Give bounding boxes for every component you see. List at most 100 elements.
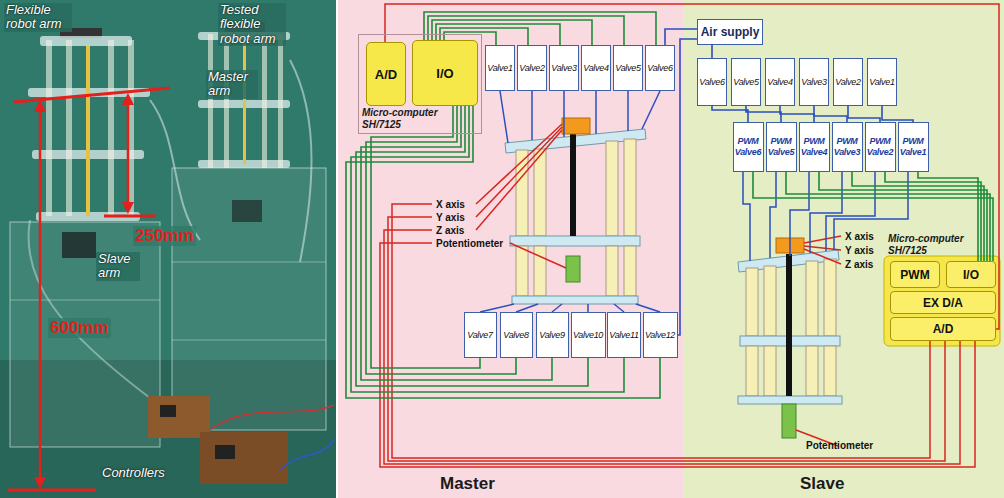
illustration-part (150, 100, 200, 240)
photo-label: Tested flexible robot arm (218, 3, 286, 46)
port-label: I/O (963, 268, 979, 282)
illustration-part (476, 124, 562, 204)
illustration-part (764, 346, 776, 396)
illustration-part (122, 93, 134, 105)
illustration-part (782, 404, 796, 438)
illustration-part (62, 232, 96, 258)
valve-label: Valve9 (539, 330, 564, 340)
valve-box: Valve7 (464, 312, 497, 358)
connector-wire (848, 106, 880, 122)
valve-box: Valve3 (549, 45, 579, 91)
illustration-part (552, 304, 562, 312)
illustration-part (290, 60, 312, 262)
illustration-part (786, 254, 792, 396)
photo (0, 0, 336, 498)
signal-label: Y axis (436, 212, 465, 223)
illustration-part (510, 236, 640, 246)
pwm-valve-label: PWM Valve3 (833, 136, 862, 159)
illustration-part (232, 200, 262, 222)
illustration-part (10, 222, 160, 447)
valve-box: Valve3 (799, 58, 829, 106)
illustration-part (278, 34, 283, 168)
label-anchor: Z axis (845, 259, 873, 270)
label-anchor: Tested flexible robot arm (218, 3, 286, 46)
pwm-valve-label: PWM Valve4 (800, 136, 829, 159)
valve-box: Valve6 (645, 45, 675, 91)
illustration-part (746, 268, 758, 336)
microcomputer-label: Micro-computer SH/7125 (362, 107, 448, 130)
label-anchor: Flexible robot arm (4, 3, 72, 32)
valve-box: Valve12 (643, 312, 678, 358)
region-band: MasterMicro-computer SH/7125A/DI/OValve1… (338, 0, 683, 498)
valve-box: Valve5 (731, 58, 761, 106)
connector-wire (819, 172, 987, 261)
connector-wire (351, 106, 624, 392)
illustration-part (764, 266, 776, 336)
connector-wire (746, 106, 781, 122)
pwm-valve-box: PWM Valve2 (865, 122, 896, 172)
illustration-part (34, 100, 46, 112)
connector-wire (786, 172, 990, 261)
illustration-part (595, 91, 597, 134)
signal-label: Y axis (845, 245, 874, 256)
illustration-part (172, 340, 326, 341)
valve-label: Valve11 (609, 330, 638, 340)
illustration-part (172, 168, 326, 430)
illustration-part (215, 445, 235, 459)
illustration-part (824, 259, 836, 336)
illustration-part (224, 34, 229, 168)
illustration-part (642, 91, 660, 129)
illustration-part (531, 91, 533, 140)
valve-box: Valve4 (581, 45, 611, 91)
connector-wire (753, 172, 993, 261)
illustration-part (614, 304, 624, 312)
label-anchor: 600mm (48, 318, 111, 338)
illustration-part (534, 246, 546, 296)
signal-label: Potentiometer (806, 440, 873, 451)
port-label: I/O (436, 66, 453, 81)
illustration-part (122, 202, 134, 214)
connector-wire (780, 106, 814, 122)
valve-box: Valve6 (697, 58, 727, 106)
valve-box: Valve10 (571, 312, 606, 358)
illustration-part (385, 4, 999, 329)
valve-label: Valve7 (467, 330, 492, 340)
illustration-part (46, 40, 52, 216)
valve-label: Valve3 (551, 63, 576, 73)
illustration-part (770, 172, 776, 258)
connector-wire (712, 106, 748, 122)
label-anchor: Y axis (845, 245, 874, 256)
connector-wire (346, 106, 660, 398)
valve-label: Valve2 (835, 77, 860, 87)
pwm-valve-box: PWM Valve4 (799, 122, 830, 172)
pwm-valve-box: PWM Valve5 (766, 122, 797, 172)
illustration-part (338, 0, 683, 498)
valve-label: Valve4 (767, 77, 792, 87)
valve-box: Valve1 (485, 45, 515, 91)
illustration-part (127, 100, 130, 206)
illustration-part (624, 139, 636, 236)
microcomputer-box: Micro-computer SH/7125PWMI/OEX D/AA/D (884, 232, 1000, 346)
illustration-part (587, 304, 589, 312)
illustration-part (86, 46, 90, 216)
photo-label: Controllers (100, 466, 167, 480)
region-title: Master (440, 474, 785, 494)
port-label: PWM (900, 268, 929, 282)
illustration-part (200, 432, 288, 484)
pwm-valve-box: PWM Valve3 (832, 122, 863, 172)
illustration-part (627, 91, 629, 131)
illustration-part (243, 40, 246, 164)
signal-label: Z axis (436, 225, 464, 236)
label-anchor: Potentiometer (436, 238, 503, 249)
pwm-valve-box: PWM Valve6 (733, 122, 764, 172)
illustration-part (208, 34, 213, 168)
valve-box: Valve9 (536, 312, 569, 358)
region-title: Slave (800, 474, 1004, 494)
illustration-part (104, 215, 156, 218)
air-supply-label: Air supply (701, 25, 760, 39)
illustration-part (0, 0, 336, 498)
region-band: Slave Air supplyValve6Valve5 Valve4 Valve3 V… (683, 0, 1004, 498)
illustration-part (884, 256, 1000, 346)
illustration-part (824, 346, 836, 396)
